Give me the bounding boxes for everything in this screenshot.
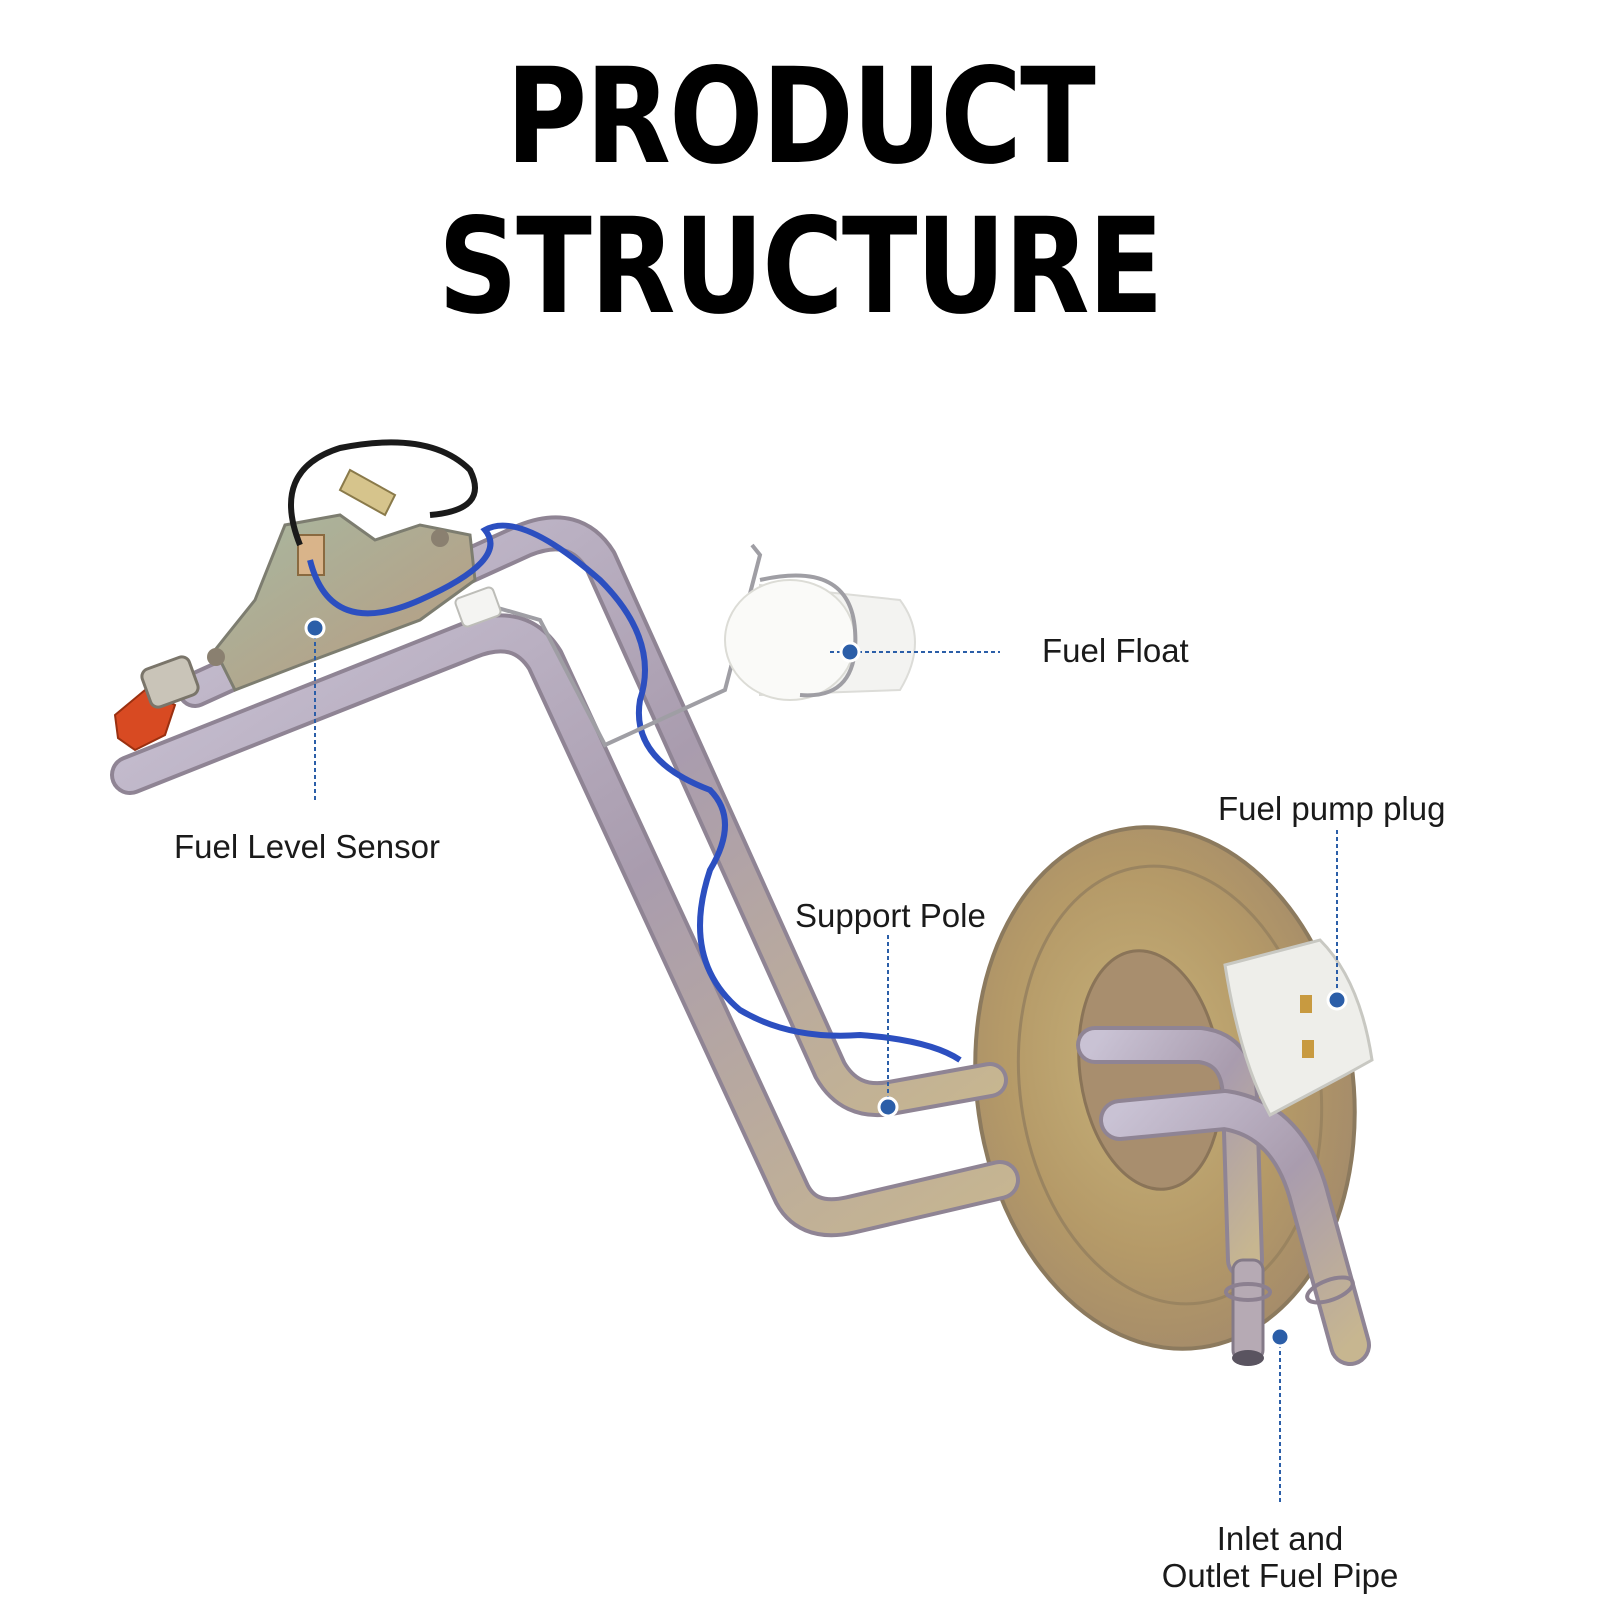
callout-dot-support-pole bbox=[877, 1096, 899, 1118]
label-fuel-level-sensor: Fuel Level Sensor bbox=[174, 828, 440, 865]
fuel-pump-plug bbox=[1223, 938, 1374, 1118]
callout-dot-fuel-float bbox=[839, 641, 861, 663]
page-title: PRODUCT STRUCTURE bbox=[438, 40, 1164, 344]
fuel-float bbox=[724, 573, 916, 701]
label-support-pole: Support Pole bbox=[795, 897, 986, 934]
support-pole bbox=[177, 515, 1008, 1118]
callout-dot-fuel-pump-plug bbox=[1326, 989, 1348, 1011]
label-inlet-outlet-line1: Inlet and bbox=[1216, 1520, 1344, 1557]
black-wire bbox=[288, 439, 478, 547]
blue-wire bbox=[307, 522, 962, 1063]
red-cap bbox=[113, 655, 200, 752]
label-fuel-float: Fuel Float bbox=[1042, 632, 1189, 669]
float-arm bbox=[469, 543, 763, 748]
support-pipe bbox=[110, 613, 1020, 1238]
label-inlet-outlet-line2: Outlet Fuel Pipe bbox=[1161, 1557, 1399, 1594]
fuel-level-sensor-bracket bbox=[207, 513, 477, 692]
callout-dot-inlet-outlet-pipe bbox=[1269, 1326, 1291, 1348]
label-fuel-pump-plug: Fuel pump plug bbox=[1218, 790, 1446, 827]
callout-dot-fuel-level-sensor bbox=[304, 617, 326, 639]
inner-pipes bbox=[1076, 1026, 1371, 1366]
label-inlet-outlet-pipe: Inlet and Outlet Fuel Pipe bbox=[1140, 1520, 1420, 1594]
callout-dots bbox=[304, 617, 1348, 1348]
